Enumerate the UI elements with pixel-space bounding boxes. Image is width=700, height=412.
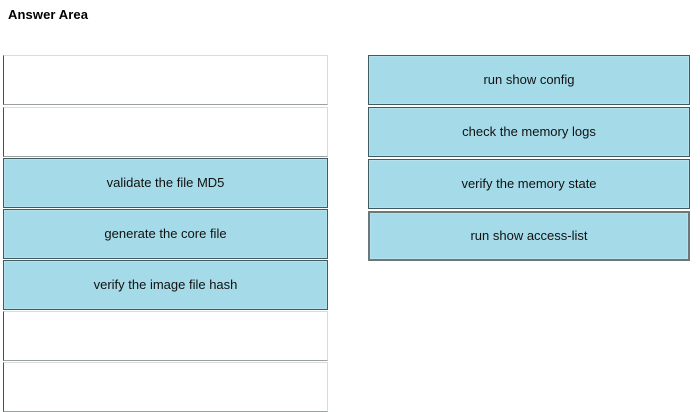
answer-slot-3-label: validate the file MD5 (106, 175, 225, 190)
answer-slot-6[interactable] (3, 311, 328, 361)
choice-tile-1-label: run show config (483, 72, 575, 87)
page-title: Answer Area (8, 7, 89, 22)
choice-tile-check-the-memory-logs[interactable]: check the memory logs (368, 107, 690, 157)
answer-slot-7[interactable] (3, 362, 328, 412)
answer-area-column: validate the file MD5 generate the core … (3, 55, 328, 412)
choice-tile-3-label: verify the memory state (461, 176, 597, 191)
choice-tile-verify-the-memory-state[interactable]: verify the memory state (368, 159, 690, 209)
choice-tile-run-show-config[interactable]: run show config (368, 55, 690, 105)
choice-tile-run-show-access-list[interactable]: run show access-list (368, 211, 690, 261)
choice-tile-2-label: check the memory logs (462, 124, 596, 139)
choice-tile-4-label: run show access-list (470, 228, 588, 243)
answer-slot-5-label: verify the image file hash (93, 277, 238, 292)
answer-slot-2[interactable] (3, 107, 328, 157)
answer-slot-1[interactable] (3, 55, 328, 105)
answer-slot-3[interactable]: validate the file MD5 (3, 158, 328, 208)
answer-slot-5[interactable]: verify the image file hash (3, 260, 328, 310)
choices-column: run show config check the memory logs ve… (368, 55, 690, 261)
answer-slot-4-label: generate the core file (104, 226, 227, 241)
answer-slot-4[interactable]: generate the core file (3, 209, 328, 259)
